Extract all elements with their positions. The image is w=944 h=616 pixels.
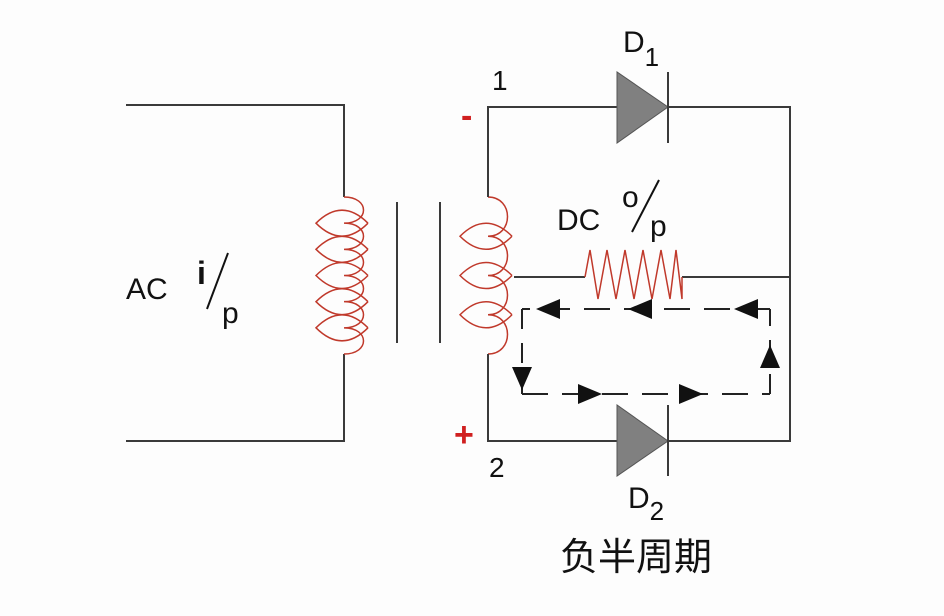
terminal-1-label: 1 [492, 65, 508, 96]
diode-d2 [616, 404, 669, 477]
load-resistor [584, 249, 683, 300]
arrow-down-icon [512, 367, 532, 390]
primary-bottom-wire [126, 354, 345, 442]
primary-io-numerator: i [197, 255, 206, 291]
coil-turn [458, 301, 513, 329]
diode-d1-label: D1 [623, 26, 659, 72]
coil-turn [314, 235, 369, 263]
primary-top-wire [126, 104, 345, 197]
polarity-positive-label: + [454, 416, 474, 454]
arrow-left-icon [536, 299, 560, 319]
polarity-negative-label: - [461, 97, 472, 135]
primary-io-denominator: p [222, 297, 239, 330]
diagram-title: 负半周期 [560, 535, 712, 579]
diode-d1 [616, 71, 669, 144]
arrow-up-icon [760, 345, 780, 368]
coil-spine [487, 196, 509, 355]
arrow-right-icon [578, 384, 602, 404]
terminal-2-label: 2 [489, 452, 505, 483]
arrow-left-icon [628, 299, 652, 319]
primary-circuit [126, 104, 345, 442]
diode-d2-anode-triangle [616, 404, 669, 477]
load-io-numerator: o [622, 181, 639, 214]
current-path [512, 299, 780, 404]
diode-d1-anode-triangle [616, 71, 669, 144]
coil-turn [458, 222, 513, 250]
arrow-left-icon [734, 299, 758, 319]
coil-turn [314, 261, 369, 290]
secondary-circuit [487, 106, 791, 442]
load-io-denominator: p [650, 210, 667, 243]
coil-turn [314, 314, 369, 342]
arrow-right-icon [679, 384, 703, 404]
primary-ac-label: AC [126, 273, 168, 306]
coil-turn [314, 288, 369, 316]
diode-d2-label: D2 [628, 482, 664, 526]
secondary-bottom-wire [487, 354, 617, 442]
secondary-coil [458, 196, 513, 355]
coil-turn [314, 209, 369, 237]
secondary-top-wire [487, 106, 617, 197]
output-right-wire [668, 106, 791, 442]
primary-coil [314, 196, 369, 355]
load-dc-label: DC [557, 204, 600, 237]
coil-spine [343, 196, 365, 355]
load-io-slash [631, 179, 660, 233]
coil-turn [458, 261, 513, 290]
primary-io-slash [206, 252, 229, 310]
